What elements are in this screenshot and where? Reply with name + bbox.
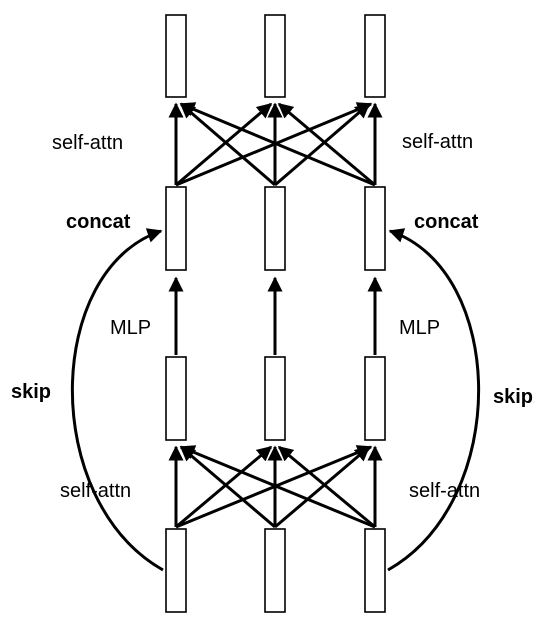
skip-label-right: skip xyxy=(493,386,533,408)
attn-token-2 xyxy=(264,356,286,441)
self-attn-label-top-right: self-attn xyxy=(402,131,473,153)
top-attn-arrow-1-2 xyxy=(175,102,273,187)
input-token-3 xyxy=(364,528,386,613)
output-token-2 xyxy=(264,14,286,98)
self-attn-label-top-left: self-attn xyxy=(52,132,123,154)
concat-label-left: concat xyxy=(66,211,131,233)
attn-token-3 xyxy=(364,356,386,441)
mlp-label-right: MLP xyxy=(399,317,440,339)
bottom-attn-arrow-2-3 xyxy=(274,445,371,529)
output-row xyxy=(165,14,386,98)
skip-connection-right xyxy=(387,228,481,572)
mlp-label-left: MLP xyxy=(110,317,151,339)
top-self-attn-arrows xyxy=(168,102,383,187)
bottom-attn-arrow-3-1 xyxy=(179,445,376,529)
concat-token-1 xyxy=(165,186,187,271)
concat-token-2 xyxy=(264,186,286,271)
attn-output-row xyxy=(165,356,386,441)
skip-label-left: skip xyxy=(11,381,51,403)
concat-label-right: concat xyxy=(414,211,479,233)
top-attn-arrow-3-2 xyxy=(277,102,376,187)
top-attn-arrow-2-1 xyxy=(179,102,276,187)
top-attn-arrow-3-1 xyxy=(179,102,376,187)
top-attn-arrow-2-3 xyxy=(274,102,371,187)
output-token-3 xyxy=(364,14,386,98)
input-row xyxy=(165,528,386,613)
bottom-attn-arrow-2-1 xyxy=(179,445,276,529)
bottom-attn-arrow-3-2 xyxy=(277,445,376,529)
input-token-1 xyxy=(165,528,187,613)
concat-row xyxy=(165,186,386,271)
concat-token-3 xyxy=(364,186,386,271)
bottom-attn-arrow-1-2 xyxy=(175,445,273,529)
skip-connection-left xyxy=(70,228,164,572)
self-attn-label-bottom-left: self-attn xyxy=(60,480,131,502)
self-attn-label-bottom-right: self-attn xyxy=(409,480,480,502)
bottom-self-attn-arrows xyxy=(168,445,383,529)
mlp-arrows xyxy=(168,276,383,355)
output-token-1 xyxy=(165,14,187,98)
input-token-2 xyxy=(264,528,286,613)
attn-token-1 xyxy=(165,356,187,441)
